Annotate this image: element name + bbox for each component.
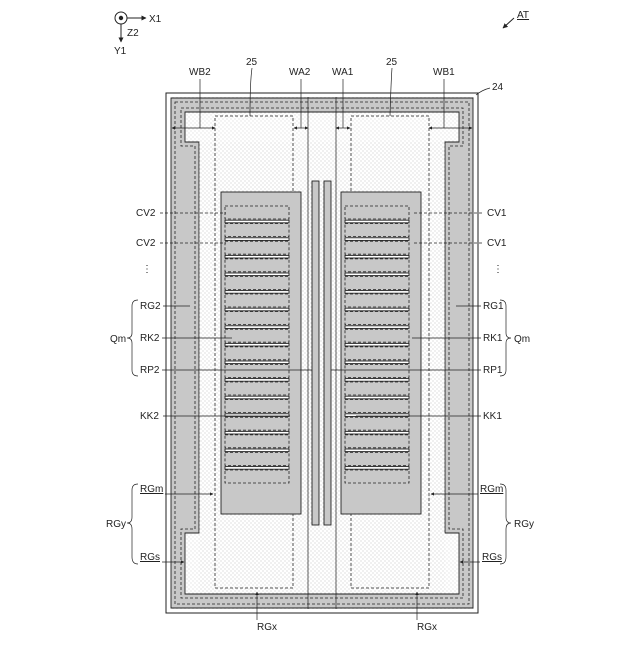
qm-left-brace [127, 300, 138, 376]
left-slot-8 [225, 343, 289, 346]
rgy-left-label: RGy [106, 519, 126, 530]
rk1-label: RK1 [483, 333, 503, 344]
qm-right-label: Qm [514, 334, 530, 345]
right-slot-1 [345, 220, 409, 223]
cv1-label-top: CV1 [487, 208, 507, 219]
rp2-label: RP2 [140, 365, 160, 376]
left-slot-5 [225, 291, 289, 294]
left-slot-4 [225, 273, 289, 276]
left-slot-15 [225, 467, 289, 470]
rgm-left-label: RGm [140, 484, 163, 495]
right-slot-11 [345, 396, 409, 399]
left-slot-14 [225, 449, 289, 452]
reference-at-arrow [503, 18, 514, 28]
right-slot-7 [345, 326, 409, 329]
x-axis-label: X1 [149, 14, 162, 25]
right-slot-6 [345, 308, 409, 311]
rgx-right-label: RGx [417, 622, 437, 633]
wa1-label: WA1 [332, 67, 354, 78]
wa2-label: WA2 [289, 67, 311, 78]
rp1-label: RP1 [483, 365, 503, 376]
rgs-left-label: RGs [140, 552, 160, 563]
ref-24-label: 24 [492, 82, 504, 93]
left-slot-9 [225, 361, 289, 364]
right-slot-8 [345, 343, 409, 346]
rg2-label: RG2 [140, 301, 161, 312]
left-slot-6 [225, 308, 289, 311]
rgy-left-brace [127, 484, 138, 564]
left-slot-10 [225, 379, 289, 382]
cv1-label-bottom: CV1 [487, 238, 507, 249]
rk2-label: RK2 [140, 333, 160, 344]
axis-indicator: X1 Z2 Y1 [114, 12, 162, 57]
right-slot-9 [345, 361, 409, 364]
rgy-right-label: RGy [514, 519, 534, 530]
left-slot-7 [225, 326, 289, 329]
cv2-label-top: CV2 [136, 208, 156, 219]
left-ellipsis: ⋮ [142, 264, 152, 275]
kk2-label: KK2 [140, 411, 159, 422]
rgs-right-label: RGs [482, 552, 502, 563]
right-slot-13 [345, 431, 409, 434]
center-bar-right [324, 181, 331, 525]
kk1-label: KK1 [483, 411, 502, 422]
right-slot-5 [345, 291, 409, 294]
cv2-label-bottom: CV2 [136, 238, 156, 249]
rg1-label: RG1 [483, 301, 504, 312]
ref-25-right-label: 25 [386, 57, 398, 68]
left-slot-2 [225, 238, 289, 241]
right-ellipsis: ⋮ [493, 264, 503, 275]
left-slot-13 [225, 431, 289, 434]
left-slot-1 [225, 220, 289, 223]
z-axis-label: Z2 [127, 28, 139, 39]
left-slot-11 [225, 396, 289, 399]
qm-left-label: Qm [110, 334, 126, 345]
wb1-label: WB1 [433, 67, 455, 78]
z-axis-dot-icon [119, 16, 123, 20]
ref-25-left-label: 25 [246, 57, 258, 68]
y-axis-label: Y1 [114, 46, 127, 57]
right-slot-3 [345, 255, 409, 258]
left-slot-3 [225, 255, 289, 258]
right-slot-15 [345, 467, 409, 470]
rgm-right-label: RGm [480, 484, 503, 495]
right-slot-10 [345, 379, 409, 382]
right-slot-2 [345, 238, 409, 241]
reference-at-label: AT [517, 10, 529, 21]
reference-at: AT [503, 10, 529, 28]
right-slot-14 [345, 449, 409, 452]
rgx-left-label: RGx [257, 622, 277, 633]
center-bar-left [312, 181, 319, 525]
right-slot-4 [345, 273, 409, 276]
wb2-label: WB2 [189, 67, 211, 78]
